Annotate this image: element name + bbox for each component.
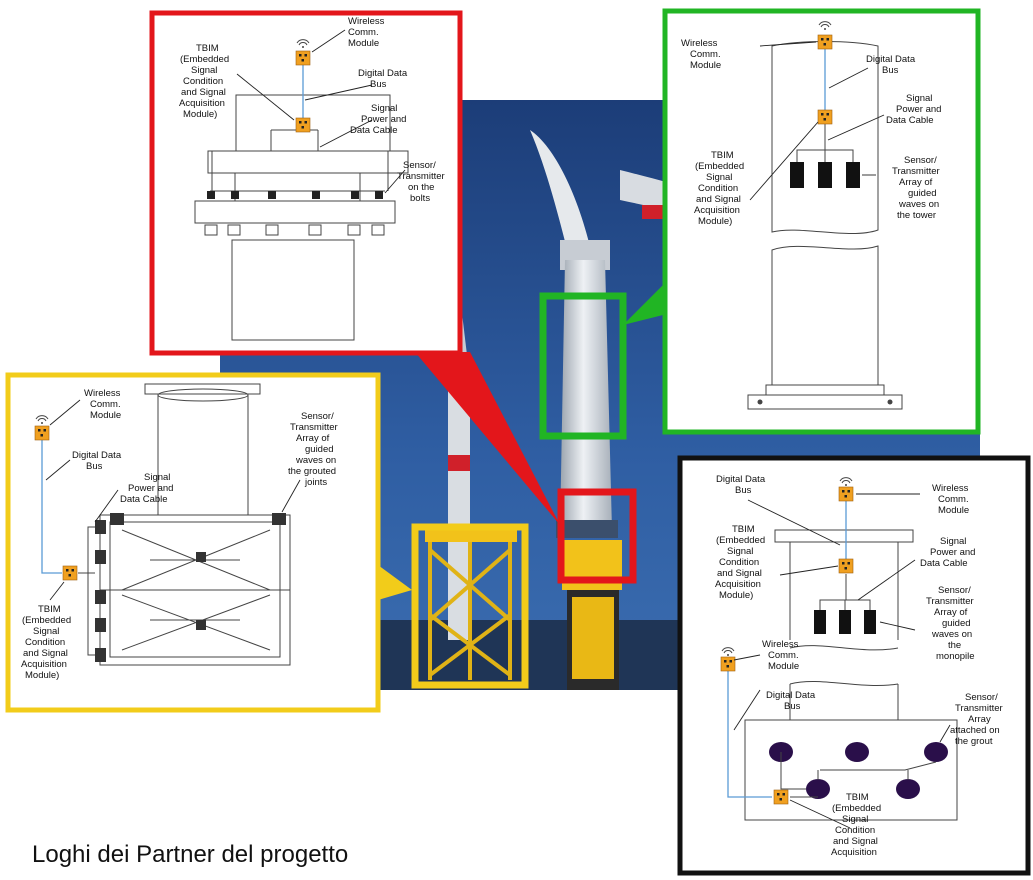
red-callout-pointer (415, 352, 560, 525)
caption-text: Loghi dei Partner del progetto (32, 841, 348, 868)
green-callout-pointer (623, 285, 663, 325)
black-top-tbim-module-icon (838, 558, 854, 574)
flange-plate (194, 200, 396, 224)
red-wireless-module-icon (295, 50, 311, 66)
red-panel-tube (231, 239, 355, 341)
grout-section (744, 719, 958, 821)
black-sensor-3 (864, 610, 876, 634)
grout-sensors (769, 742, 948, 799)
black-bottom-tbim-module-icon (773, 789, 789, 805)
grouted-joint-sensors (95, 513, 286, 662)
green-highlight-box (539, 292, 627, 440)
jacket-top-deck (425, 530, 517, 542)
yellow-panel-frame (5, 372, 381, 713)
green-sensor-2 (818, 162, 832, 188)
red-tbim-module-icon (295, 117, 311, 133)
caption-box (14, 822, 466, 880)
monopile-yellow (572, 597, 614, 679)
green-sensor-1 (790, 162, 804, 188)
green-sensor-3 (846, 162, 860, 188)
bolt-nuts (204, 224, 385, 236)
distant-tower-stripe (448, 455, 470, 471)
tower-lower-section (771, 245, 879, 386)
monopile-flange (774, 529, 914, 543)
black-panel-frame (677, 455, 1031, 876)
green-wireless-module-icon (817, 34, 833, 50)
black-sensor-1 (814, 610, 826, 634)
black-sensor-2 (839, 610, 851, 634)
yellow-tbim-module-icon (62, 565, 78, 581)
tower-upper-section (771, 41, 879, 235)
red-panel-frame (149, 10, 463, 356)
black-bottom-wireless-module-icon (720, 656, 736, 672)
green-panel-frame (662, 8, 981, 435)
transition-platform (556, 520, 618, 538)
yellow-callout-pointer (378, 565, 412, 600)
red-highlight-box (557, 488, 637, 584)
flange-upper-box (207, 150, 409, 174)
green-tbim-module-icon (817, 109, 833, 125)
tower-base-flange (747, 394, 903, 410)
black-top-wireless-module-icon (838, 486, 854, 502)
jacket-structure (428, 540, 512, 680)
yellow-wireless-module-icon (34, 425, 50, 441)
yellow-highlight-box (411, 523, 529, 689)
bolt-sensors (207, 191, 383, 199)
main-tower (560, 260, 612, 530)
distant-tower (448, 380, 470, 640)
